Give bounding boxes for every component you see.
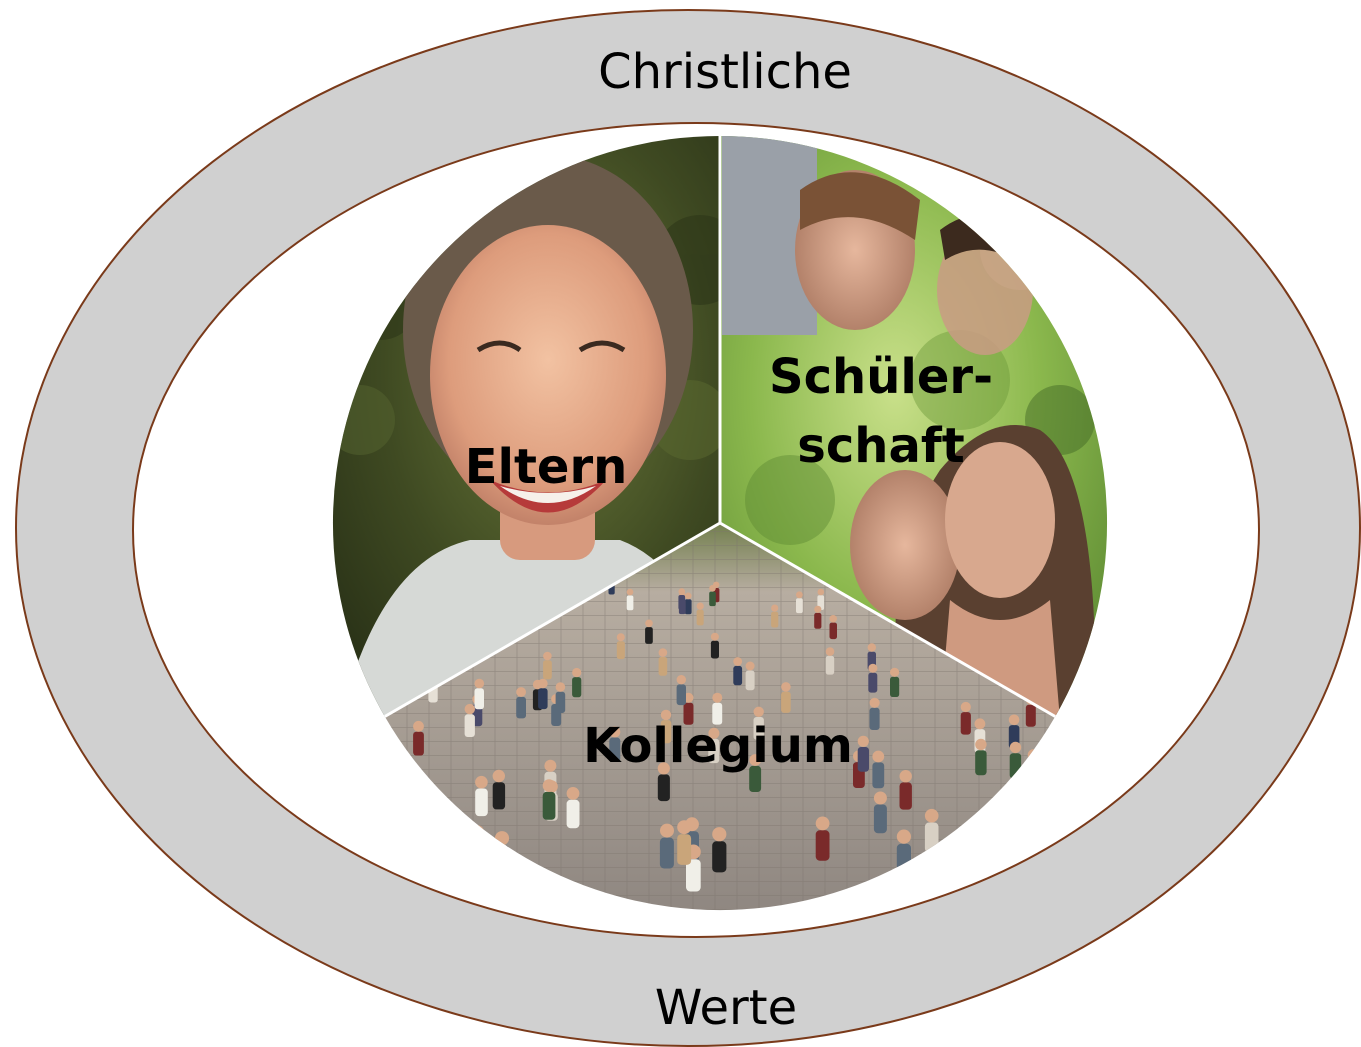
crowd-person xyxy=(710,632,719,659)
crowd-person xyxy=(733,657,743,686)
child-face-2 xyxy=(850,470,960,620)
segment-dividers xyxy=(384,136,1056,718)
crowd-person xyxy=(464,703,475,737)
crowd-person xyxy=(712,827,727,873)
crowd-person xyxy=(872,750,885,789)
face xyxy=(430,225,666,525)
segment-label-schuelerschaft-line2: schaft xyxy=(797,418,964,474)
crowd-person xyxy=(645,619,653,644)
crowd-person xyxy=(771,604,779,628)
crowd-person xyxy=(609,726,621,762)
crowd-person xyxy=(709,585,716,607)
crowd-person xyxy=(677,820,692,865)
crowd-person xyxy=(868,663,878,693)
crowd-person xyxy=(658,648,668,676)
segment-label-eltern: Eltern xyxy=(465,439,628,495)
crowd-person xyxy=(660,709,672,744)
crowd-person xyxy=(825,647,835,675)
crowd-person xyxy=(815,816,830,861)
crowd-person xyxy=(975,738,987,776)
crowd-person xyxy=(659,823,674,869)
crowd-person xyxy=(475,775,488,817)
crowd-person xyxy=(413,720,424,756)
crowd-person xyxy=(712,692,723,725)
crowd-person xyxy=(749,754,762,792)
crowd-person xyxy=(696,602,704,626)
crowd-person xyxy=(616,633,625,660)
crowd-person xyxy=(684,592,692,615)
crowd-person xyxy=(873,791,887,834)
child-face-3 xyxy=(945,442,1055,598)
crowd-person xyxy=(676,675,686,706)
crowd-person xyxy=(543,651,552,680)
crowd-person xyxy=(890,667,900,697)
crowd-person xyxy=(745,661,755,691)
crowd-person xyxy=(492,769,506,810)
crowd-person xyxy=(753,706,764,740)
crowd-person xyxy=(857,735,869,772)
crowd-person xyxy=(796,591,803,614)
crowd-person xyxy=(899,770,912,810)
crowd-person xyxy=(781,682,791,713)
crowd-person xyxy=(542,779,556,820)
crowd-person xyxy=(814,605,822,629)
crowd-person xyxy=(566,787,580,829)
crowd-person xyxy=(657,762,670,802)
crowd-person xyxy=(626,588,634,611)
crowd-person xyxy=(538,678,548,710)
segment-label-schuelerschaft-line1: Schüler- xyxy=(769,349,993,405)
ring-label-bottom: Werte xyxy=(655,980,797,1036)
segment-label-kollegium: Kollegium xyxy=(583,718,853,774)
crowd-person xyxy=(829,615,837,640)
ring-label-top: Christliche xyxy=(598,44,852,100)
crowd-person xyxy=(516,687,526,719)
crowd-person xyxy=(572,667,582,698)
crowd-person xyxy=(960,701,971,735)
crowd-person xyxy=(555,682,566,713)
crowd-person xyxy=(869,697,880,730)
crowd-person xyxy=(708,727,720,764)
crowd-person xyxy=(678,588,686,610)
crowd-person xyxy=(474,678,485,710)
